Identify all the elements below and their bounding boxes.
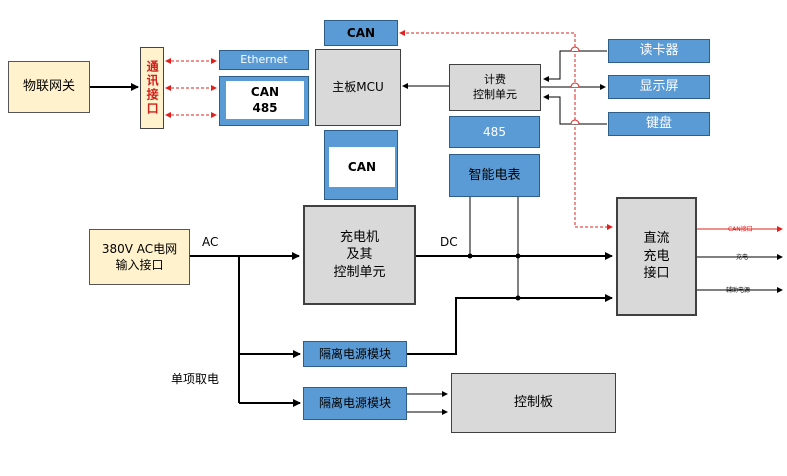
wire-isolation-dcport [407,294,613,355]
comm-port-label: 通讯接口 [145,60,160,116]
wire-can-dashed [399,30,576,97]
ac-input-box: 380V AC电网 输入接口 [89,229,190,285]
billing-line1: 计费 [484,72,506,86]
dc-port-line1: 直流 [643,231,670,247]
isolation1-label: 隔离电源模块 [318,346,391,361]
dc-port-line3: 接口 [643,266,670,282]
ac-input-line1: 380V AC电网 [101,241,178,256]
control-board-label: 控制板 [513,395,553,411]
billing-line2: 控制单元 [473,87,517,101]
card-reader-label: 读卡器 [639,43,679,59]
wire-hop-3 [570,119,580,125]
main-mcu-label: 主板MCU [332,80,384,95]
wire-keyboard-billing [543,94,607,125]
isolation2-box: 隔离电源模块 [303,387,407,420]
rs485-label: 485 [483,124,506,139]
charge-out-label: 充电 [736,254,749,261]
keyboard-label: 键盘 [645,116,672,132]
dc-port-line2: 充电 [643,248,670,264]
aux-power-out-label: 辅助电源 [726,287,751,294]
billing-box: 计费 控制单元 [449,64,541,111]
can-top-label: CAN [346,25,376,40]
can-mid-inner: CAN [329,147,395,187]
display-label: 显示屏 [639,79,679,95]
can-mid-box: CAN [324,130,398,200]
can485-box: CAN 485 [219,76,309,126]
wire-hop-2 [570,82,580,88]
comm-port-box: 通讯接口 [140,47,164,129]
isolation2-label: 隔离电源模块 [318,396,391,411]
smart-meter-box: 智能电表 [449,154,540,197]
wire-dcport-dashed [574,97,613,230]
ethernet-label: Ethernet [240,52,288,66]
charger-line3: 控制单元 [333,264,386,280]
control-board-box: 控制板 [451,373,616,433]
junction-dot-2 [515,253,521,259]
can-port-out-label: CAN接口 [728,226,753,233]
can-top-box: CAN [324,20,398,46]
charger-line2: 及其 [346,247,373,263]
charger-line1: 充电机 [339,229,379,245]
ac-input-line2: 输入接口 [115,258,164,272]
gateway-box: 物联网关 [8,61,90,113]
card-reader-box: 读卡器 [608,39,710,63]
can485-line1: CAN [250,84,280,99]
isolation1-box: 隔离电源模块 [303,341,407,367]
can485-inner: CAN 485 [226,81,304,119]
wire-hop-1 [570,46,580,52]
ethernet-box: Ethernet [219,50,309,70]
dc-label: DC [440,235,458,249]
wire-cardreader-billing [543,50,607,82]
keyboard-box: 键盘 [608,112,710,136]
can-mid-label: CAN [347,159,377,174]
charger-box: 充电机 及其 控制单元 [303,205,416,305]
main-mcu-box: 主板MCU [315,49,401,126]
dc-port-box: 直流 充电 接口 [616,197,697,316]
junction-dot-1 [467,253,473,259]
ac-label: AC [202,235,219,249]
gateway-label: 物联网关 [22,79,75,95]
can485-line2: 485 [252,101,278,115]
smart-meter-label: 智能电表 [468,167,521,183]
display-box: 显示屏 [608,75,710,99]
single-phase-label: 单项取电 [171,372,220,386]
rs485-box: 485 [449,116,540,148]
